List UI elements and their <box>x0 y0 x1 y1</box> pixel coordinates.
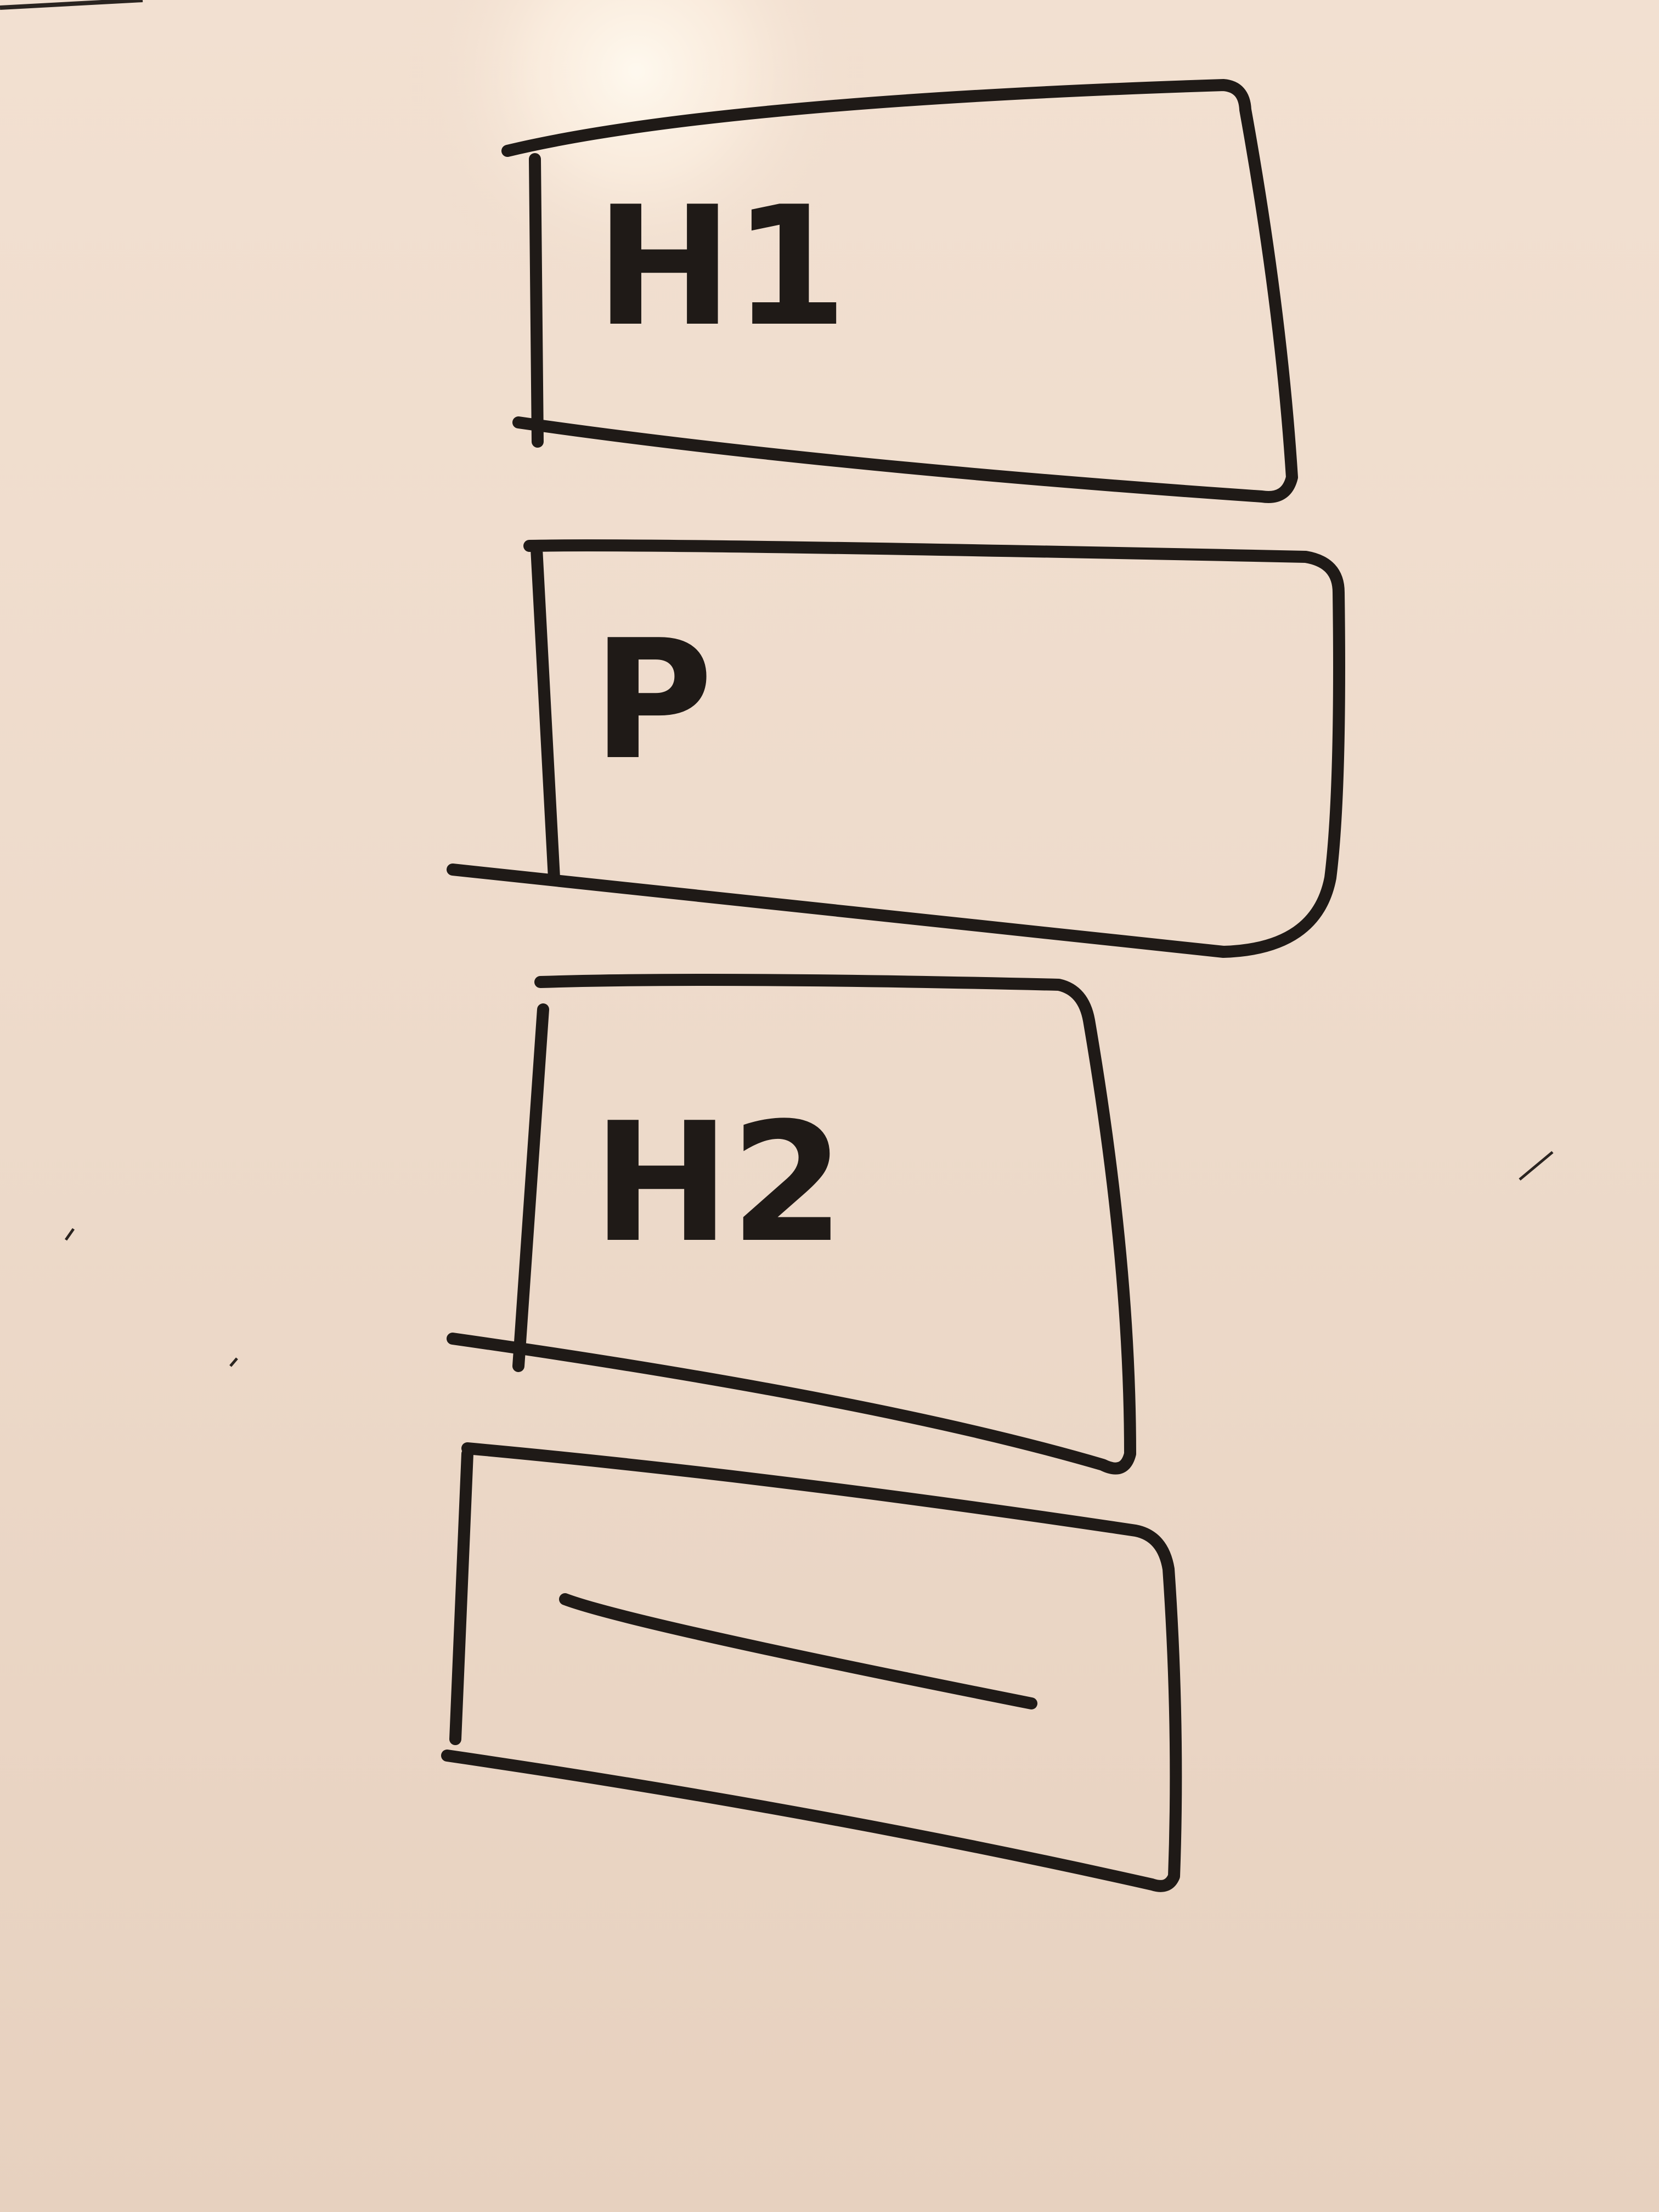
block-h1-outline <box>501 79 1298 503</box>
block-p-label: P <box>592 605 713 796</box>
text-placeholder-line <box>559 1593 1037 1709</box>
block-h2-label: H2 <box>592 1087 845 1279</box>
block-h2-outline <box>447 974 1136 1475</box>
board-frame-edge <box>0 0 143 10</box>
block-h1-label: H1 <box>595 171 848 363</box>
wireframe-block-line <box>441 1442 1182 1892</box>
marker-speck <box>64 1228 75 1241</box>
wireframe-block-p: P <box>447 539 1345 958</box>
wireframe-block-h1: H1 <box>501 79 1298 503</box>
marker-speck <box>1519 1151 1554 1181</box>
marker-speck <box>229 1357 238 1367</box>
block-line-outline <box>441 1442 1182 1892</box>
block-p-outline <box>447 539 1345 958</box>
wireframe-block-h2: H2 <box>447 974 1136 1475</box>
